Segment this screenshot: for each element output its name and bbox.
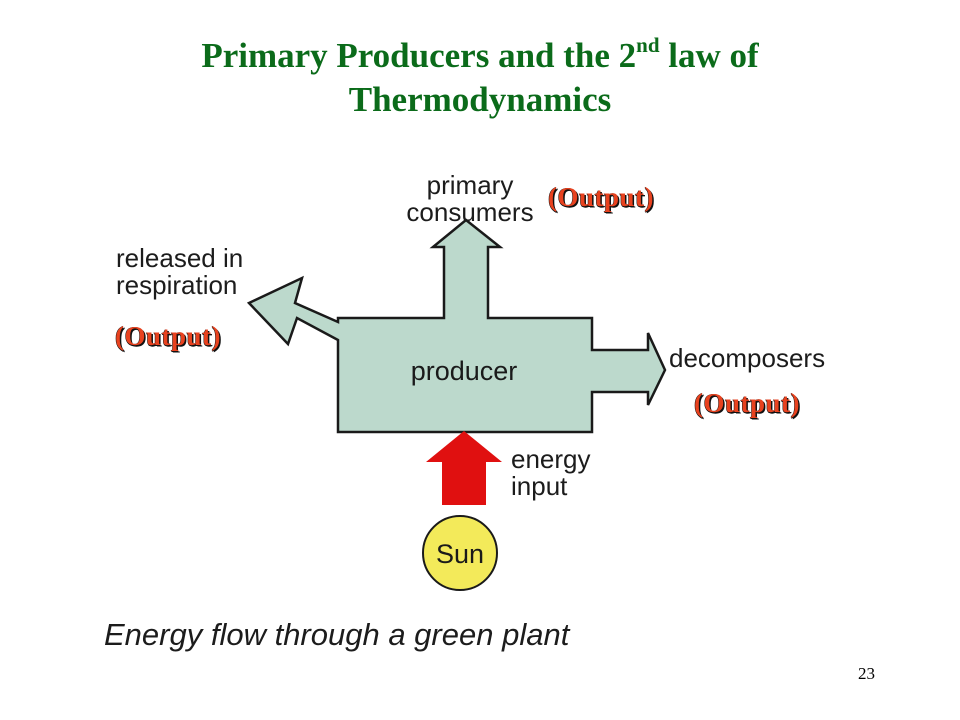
energy-input-label: energy input [511,444,591,501]
sun-label: Sun [436,539,484,569]
title-line-2: Thermodynamics [348,80,612,119]
sun-circle [422,515,498,591]
slide-title: Primary Producers and the 2nd law of The… [0,34,960,122]
title-line-1: Primary Producers and the 2nd law of [201,33,759,76]
producer-shape [246,218,667,434]
title-superscript: nd [636,33,660,57]
primary-consumers-label: primary consumers [406,170,534,227]
producer-label: producer [411,356,518,386]
output-tag-primary-consumers: (Output) [548,182,655,212]
diagram-caption: Energy flow through a green plant [104,617,570,652]
respiration-label: released in respiration [116,243,244,300]
energy-input-arrow [426,431,502,505]
page-number: 23 [858,664,875,683]
output-tag-decomposers: (Output) [694,388,801,418]
decomposers-label: decomposers [669,343,826,373]
output-tag-respiration: (Output) [115,321,222,351]
